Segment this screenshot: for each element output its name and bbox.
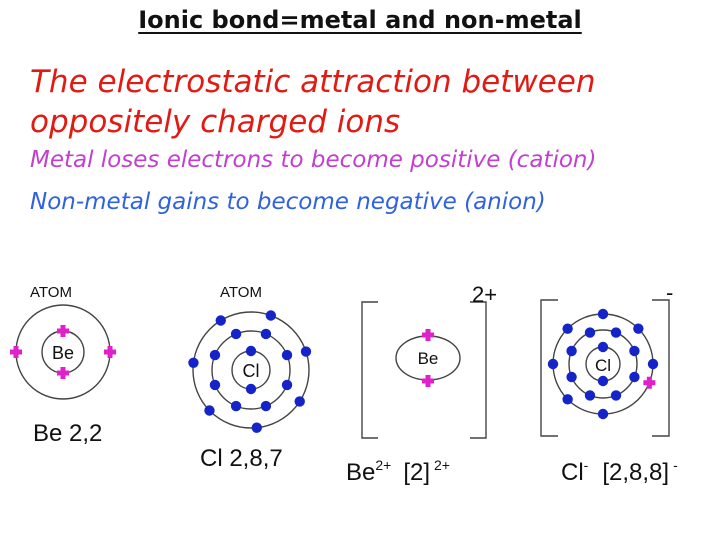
be-ion-left-bracket: [361, 301, 378, 439]
be-symbol: Be: [52, 343, 74, 363]
cl-atom: ATOM Cl Cl 2,8,7: [188, 284, 312, 472]
electron-icon: [584, 327, 596, 338]
electron-icon: [209, 379, 221, 391]
electron-icon: [57, 367, 69, 379]
cl-ion-charge: -: [666, 280, 673, 305]
cl-shell-2: [211, 330, 291, 410]
electron-icon: [597, 308, 609, 320]
electron-icon: [547, 358, 559, 370]
cl-ion-electrons: [547, 308, 659, 420]
electron-icon: [629, 371, 640, 383]
nonmetal-description: Non-metal gains to become negative (anio…: [30, 189, 546, 215]
cl-config-label: Cl 2,8,7: [200, 445, 283, 472]
page-title: Ionic bond=metal and non-metal: [0, 6, 720, 34]
metal-description: Metal loses electrons to become positive…: [30, 147, 597, 173]
electron-icon: [597, 341, 609, 353]
be-ion-label-config: [2]: [403, 459, 430, 486]
electron-icon: [251, 422, 262, 433]
cl-ion-label-base: Cl: [561, 459, 584, 486]
be-ion-charge: 2+: [472, 282, 497, 307]
electron-icon: [422, 375, 434, 387]
cl-ion: - Cl Cl-[2,8,8]-: [540, 280, 678, 486]
electron-icon: [281, 349, 293, 361]
be-ion-symbol: Be: [418, 349, 439, 368]
be-electrons: [10, 325, 116, 379]
electron-icon: [633, 323, 644, 334]
electron-icon: [294, 396, 305, 407]
cl-ion-symbol: Cl: [595, 356, 611, 375]
electron-icon: [188, 357, 199, 368]
cl-ion-right-bracket: [652, 299, 670, 437]
cl-shell-3: [192, 311, 310, 429]
cl-ion-left-bracket: [540, 299, 558, 437]
cl-ion-label-sup: -: [584, 457, 589, 473]
electron-icon: [57, 325, 69, 337]
electron-icon: [265, 310, 277, 321]
electron-icon: [422, 329, 434, 341]
be-atom: ATOM Be Be 2,2: [10, 284, 116, 447]
electron-icon: [281, 379, 293, 391]
be-ion-label-sup: 2+: [375, 457, 391, 473]
electron-icon: [629, 345, 640, 357]
electron-icon: [245, 383, 257, 395]
electron-icon: [245, 345, 257, 357]
be-ion-label-base: Be: [346, 459, 375, 486]
cl-electrons: [188, 310, 312, 433]
electron-icon: [10, 346, 22, 358]
electron-icon: [230, 400, 242, 412]
cl-ion-label-config: [2,8,8]: [602, 459, 669, 486]
electron-icon: [610, 390, 622, 401]
electron-icon: [215, 315, 226, 326]
be-ion-label-config-sup: 2+: [434, 457, 450, 473]
electron-icon: [584, 390, 596, 401]
be-ion-electrons: [422, 329, 434, 387]
electron-icon: [209, 349, 221, 361]
be-ion-right-bracket: [470, 301, 487, 439]
cl-ion-shell-2: [568, 329, 638, 399]
cl-symbol: Cl: [243, 361, 260, 381]
electron-icon: [597, 408, 609, 420]
cl-atom-header: ATOM: [220, 284, 262, 301]
be-config-label: Be 2,2: [33, 420, 102, 447]
be-ion-label: Be2+[2]2+: [346, 457, 450, 486]
electron-icon: [204, 405, 215, 416]
be-ion: 2+ Be Be2+[2]2+: [346, 282, 497, 486]
electron-icon: [647, 358, 659, 370]
electron-icon: [566, 345, 577, 357]
electron-icon: [230, 328, 242, 340]
be-atom-header: ATOM: [30, 284, 72, 301]
electron-icon: [260, 328, 272, 340]
title-text: Ionic bond=metal and non-metal: [138, 6, 582, 34]
electron-icon: [597, 375, 609, 387]
electron-icon: [610, 327, 622, 338]
definition-line-1: The electrostatic attraction between: [30, 64, 596, 100]
electron-icon: [566, 371, 577, 383]
cl-ion-label-config-sup: -: [673, 457, 678, 473]
electron-icon: [562, 323, 573, 334]
electron-icon: [260, 400, 272, 412]
electron-icon: [300, 346, 312, 357]
definition-line-2: oppositely charged ions: [30, 104, 401, 140]
electron-icon: [104, 346, 116, 358]
gained-electron-icon: [643, 376, 656, 389]
electron-icon: [562, 394, 573, 405]
cl-ion-label: Cl-[2,8,8]-: [561, 457, 678, 486]
